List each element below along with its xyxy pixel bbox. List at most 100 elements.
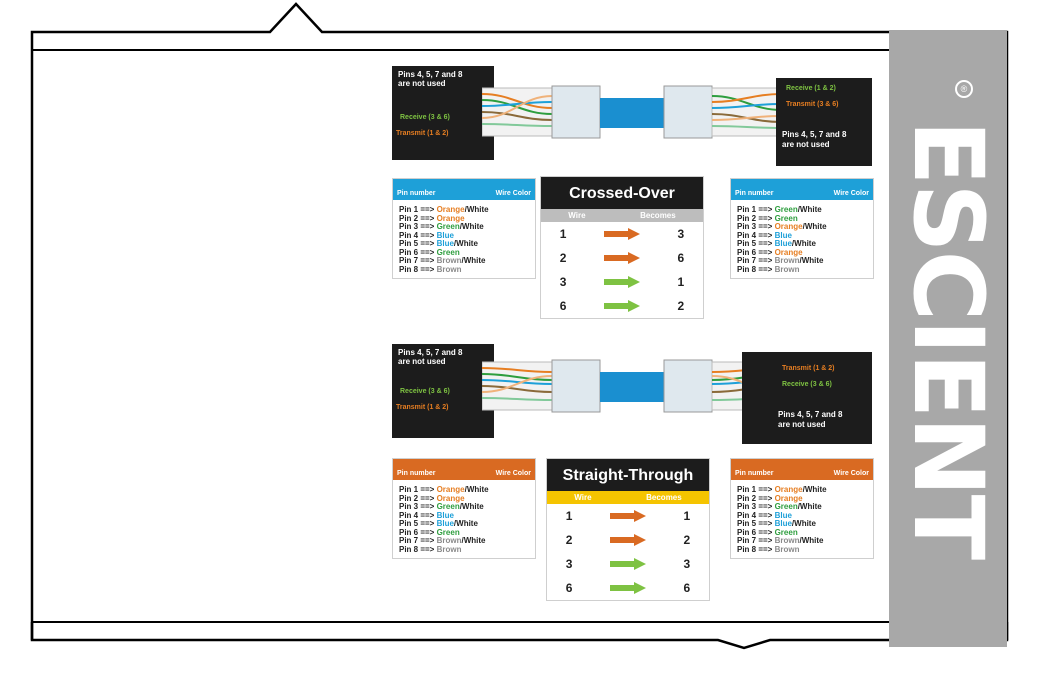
header-pin-number: Pin number (397, 190, 436, 197)
wire-suffix: /White (799, 256, 824, 265)
right-arrow-icon (609, 582, 646, 594)
pin-label: Pin 2 ==> (399, 213, 437, 223)
pin-row: Pin 8 ==> Brown (399, 544, 529, 555)
left-plug-note: Pins 4, 5, 7 and 8 are not used (392, 344, 494, 438)
pin-row: Pin 7 ==> Brown/White (737, 256, 867, 266)
wire-suffix: /White (802, 485, 827, 494)
crossover-left-pin-table: Pin number Wire Color Pin 1 ==> Orange/W… (392, 178, 536, 279)
pin-label: Pin 5 ==> (399, 239, 437, 248)
wire-color: Orange (774, 485, 803, 494)
right-arrow-icon (609, 558, 646, 570)
crossover-right-pin-table: Pin number Wire Color Pin 1 ==> Green/Wh… (730, 178, 874, 279)
crossover-cable-drawing (482, 85, 782, 139)
wire-color: Orange (774, 222, 803, 231)
wire-suffix: /White (791, 519, 816, 528)
pin-label: Pin 2 ==> (737, 213, 775, 223)
wire-color: Blue (774, 230, 792, 240)
pin-label: Pin 5 ==> (399, 519, 437, 528)
pin-label: Pin 5 ==> (737, 519, 775, 528)
wire-color: Brown (774, 536, 800, 545)
pin-label: Pin 6 ==> (737, 527, 775, 537)
pin-row: Pin 4 ==> Blue (399, 231, 529, 241)
pin-label: Pin 4 ==> (737, 230, 775, 240)
pin-row: Pin 1 ==> Orange/White (737, 485, 867, 495)
pin-row: Pin 3 ==> Green/White (399, 222, 529, 232)
registered-mark: ® (955, 80, 973, 98)
pin-label: Pin 7 ==> (737, 256, 775, 265)
pin-label: Pin 1 ==> (399, 205, 437, 214)
pin-row: Pin 4 ==> Blue (737, 230, 867, 241)
pin-label: Pin 2 ==> (399, 493, 437, 503)
left-transmit-label: Transmit (1 & 2) (396, 130, 449, 137)
right-arrow-icon (603, 276, 640, 288)
header-pin-number: Pin number (735, 470, 774, 477)
wire-number: 1 (565, 509, 573, 523)
becomes-number: 2 (677, 299, 685, 313)
wire-suffix: /White (799, 536, 824, 545)
left-receive-label: Receive (3 & 6) (400, 114, 450, 121)
pin-row: Pin 3 ==> Orange/White (737, 222, 867, 232)
note-line: Pins 4, 5, 7 and 8 (778, 410, 843, 419)
right-arrow-icon (609, 510, 646, 522)
right-arrow-icon (603, 252, 640, 264)
wire-number: 2 (559, 251, 567, 265)
wire-color: Green (774, 527, 798, 537)
pin-label: Pin 8 ==> (399, 264, 437, 274)
pin-label: Pin 6 ==> (399, 527, 437, 537)
note-line: are not used (398, 357, 446, 366)
pin-label: Pin 6 ==> (399, 247, 437, 257)
note-line: Pins 4, 5, 7 and 8 (782, 130, 847, 139)
wire-color: Green (774, 205, 798, 214)
pin-label: Pin 3 ==> (737, 222, 775, 231)
pin-row: Pin 2 ==> Orange (399, 493, 529, 504)
mapping-subheader: Wire Becomes (547, 491, 709, 504)
right-plug-note: Transmit (1 & 2) Receive (3 & 6) Pins 4,… (742, 352, 872, 444)
right-arrow-icon (603, 228, 640, 240)
header-pin-number: Pin number (397, 470, 436, 477)
left-receive-label: Receive (3 & 6) (400, 388, 450, 395)
becomes-number: 3 (677, 227, 685, 241)
pin-row: Pin 6 ==> Green (399, 527, 529, 538)
header-wire-color: Wire Color (833, 470, 869, 477)
right-plug-note: Receive (1 & 2) Transmit (3 & 6) Pins 4,… (776, 78, 872, 166)
becomes-number: 1 (683, 509, 691, 523)
pin-label: Pin 4 ==> (399, 510, 437, 520)
straight-left-pin-table: Pin number Wire Color Pin 1 ==> Orange/W… (392, 458, 536, 559)
brand-logo-text: ESCIENT (892, 119, 1004, 558)
pin-row: Pin 5 ==> Blue/White (399, 239, 529, 249)
wire-color: Brown (774, 264, 800, 274)
left-transmit-label: Transmit (1 & 2) (396, 404, 449, 411)
sub-wire: Wire (574, 493, 592, 502)
pin-label: Pin 7 ==> (737, 536, 775, 545)
wire-number: 6 (565, 581, 573, 595)
pin-row: Pin 4 ==> Blue (737, 510, 867, 521)
note-line: Pins 4, 5, 7 and 8 (398, 70, 463, 79)
wire-suffix: /White (459, 222, 484, 231)
wire-number: 3 (559, 275, 567, 289)
pin-row: Pin 5 ==> Blue/White (737, 239, 867, 249)
pin-row: Pin 1 ==> Orange/White (399, 205, 529, 215)
right-transmit-label: Transmit (3 & 6) (786, 101, 839, 108)
note-line: Pins 4, 5, 7 and 8 (398, 348, 463, 357)
wire-suffix: /White (459, 502, 484, 511)
wire-suffix: /White (791, 239, 816, 248)
mapping-subheader: Wire Becomes (541, 209, 703, 222)
wire-color: Brown (436, 544, 462, 554)
wire-color: Green (774, 502, 798, 511)
right-receive-label: Receive (3 & 6) (782, 381, 832, 388)
wire-color: Green (436, 247, 460, 257)
pin-label: Pin 8 ==> (737, 544, 775, 554)
wire-color: Blue (774, 510, 792, 520)
wire-color: Brown (436, 264, 462, 274)
wiring-diagram: Pins 4, 5, 7 and 8 are not used Receive … (392, 66, 874, 612)
wire-color: Blue (436, 519, 454, 528)
pin-row: Pin 1 ==> Green/White (737, 205, 867, 215)
pin-row: Pin 6 ==> Green (737, 527, 867, 538)
